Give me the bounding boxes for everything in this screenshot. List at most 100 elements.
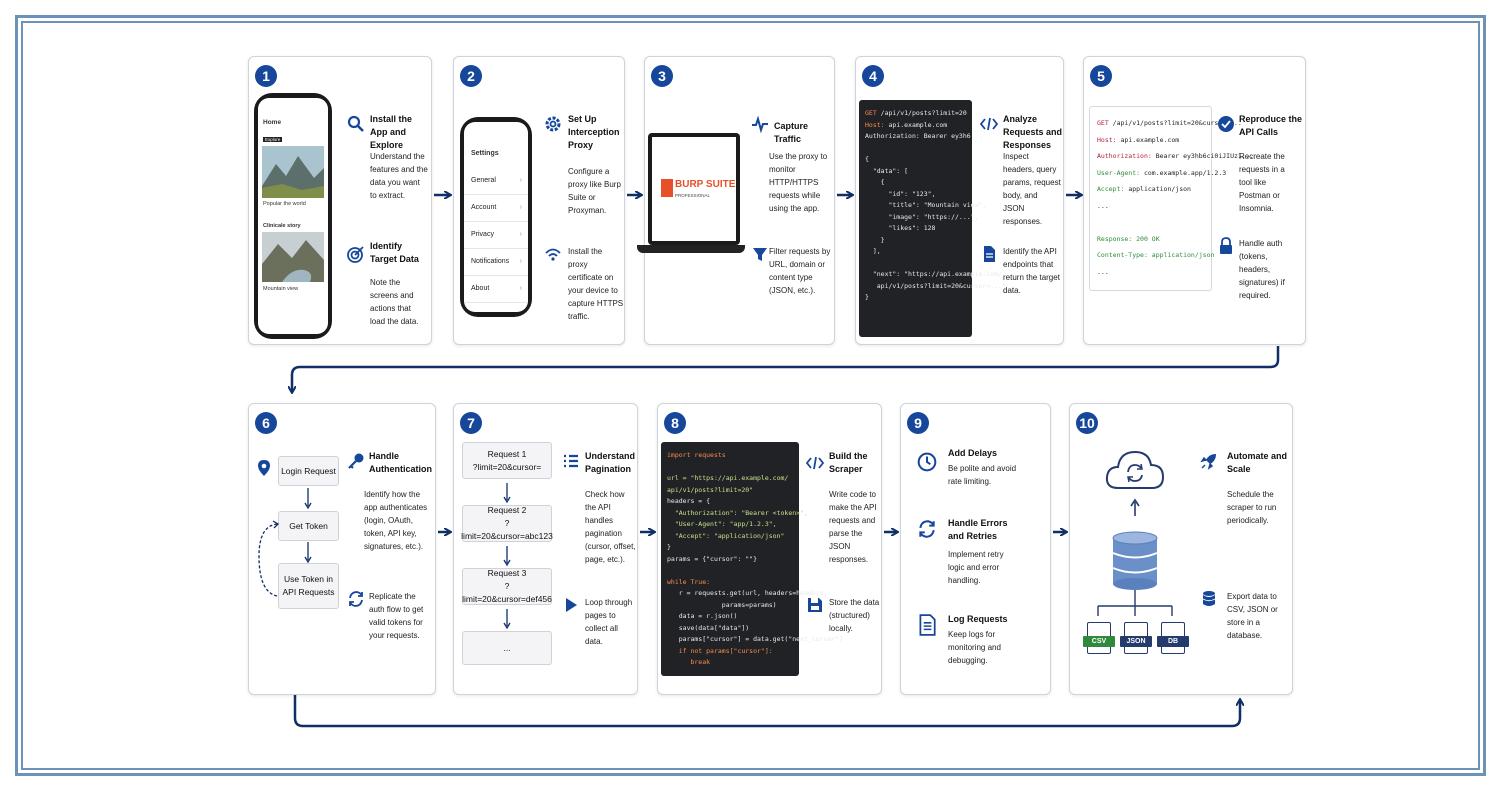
check-circle-icon [1218, 116, 1234, 132]
db-file-icon: DB [1157, 622, 1189, 654]
burp-logo-mark [661, 179, 673, 197]
request-panel: GET /api/v1/posts?limit=20&cursor=...Hos… [1089, 106, 1254, 291]
step-7-card: 7 Request 1?limit=20&cursor= Request 2?l… [453, 403, 638, 695]
phone-screen: Home Explore Popular the world Clinicale… [258, 98, 328, 334]
cloud-sync-icon [1105, 450, 1165, 489]
database-tree [1097, 498, 1173, 616]
step-number: 5 [1090, 65, 1112, 87]
step-10-title-a: Automate and Scale [1227, 451, 1288, 474]
database-stack [1112, 531, 1158, 590]
arrow-1-2 [434, 195, 1081, 532]
step-10-card: 10 CSV JSON DB Automate and Scale Schedu… [1069, 403, 1293, 695]
step-number: 6 [255, 412, 277, 434]
step-1-title-a: Install the App and Explore [370, 114, 413, 150]
pagination-arrows [503, 483, 511, 630]
step-9-desc-a: Be polite and avoid rate limiting. [948, 464, 1017, 486]
burp-sub: PROFESSIONAL [675, 193, 711, 198]
step-9-title-b: Handle Errors and Retries [948, 518, 1008, 541]
request-box: Request 2?limit=20&cursor=abc123 [461, 505, 553, 542]
settings-row[interactable]: Privacy› [464, 222, 528, 249]
inner-frame [21, 21, 1480, 770]
phone-chip: Explore [263, 137, 283, 142]
gear-icon [545, 116, 561, 132]
code-icon [979, 117, 999, 131]
settings-row[interactable]: About› [464, 276, 528, 303]
request-box: ... [462, 631, 552, 665]
flow-get-token: Get Token [278, 511, 339, 541]
step-3-card: 3 BURP SUITE PROFESSIONAL Capture Traffi… [637, 56, 835, 345]
step-10-desc-a: Schedule the scraper to run periodically… [1227, 490, 1277, 525]
step-5-title-a: Reproduce the API Calls [1239, 114, 1303, 137]
step-1-card: 1 Home Explore Popular the world Clinica… [248, 56, 432, 345]
request-box: Request 1?limit=20&cursor= [462, 442, 552, 479]
step-4-desc-b: Identify the API endpoints that return t… [1003, 247, 1060, 295]
river-image [262, 232, 324, 282]
settings-row[interactable]: Account› [464, 195, 528, 222]
step-7-desc-b: Loop through pages to collect all data. [585, 598, 633, 646]
laptop-screen: BURP SUITE PROFESSIONAL [648, 133, 740, 245]
step-number: 7 [460, 412, 482, 434]
step-number: 9 [907, 412, 929, 434]
scraper-code-block: import requests​url = "https://api.examp… [661, 442, 843, 676]
step-3-desc-b: Filter requests by URL, domain or conten… [769, 247, 831, 295]
phone-label-1: Popular the world [263, 201, 306, 207]
phone-label-2: Clinicale story [263, 223, 301, 229]
step-number: 3 [651, 65, 673, 87]
step-3-desc-a: Use the proxy to monitor HTTP/HTTPS requ… [769, 152, 828, 213]
wifi-icon [545, 248, 561, 261]
target-icon [347, 246, 364, 263]
loop-line-6-10 [293, 690, 1240, 728]
refresh-icon [349, 591, 363, 607]
step-3-title-a: Capture Traffic [774, 121, 809, 144]
step-8-desc-a: Write code to make the API requests and … [829, 490, 877, 564]
document-icon [984, 246, 995, 262]
phone-header: Home [263, 119, 282, 126]
lock-icon [1220, 237, 1232, 254]
step-4-title-a: Analyze Requests and Responses [1003, 114, 1063, 150]
step-2-desc-b: Install the proxy certificate on your de… [568, 247, 624, 321]
settings-phone: Settings General› Account› Privacy› Noti… [460, 117, 532, 317]
json-file-icon: JSON [1120, 622, 1152, 654]
filter-icon [753, 248, 767, 261]
burp-brand: BURP SUITE [675, 179, 736, 190]
phone-mockup: Home Explore Popular the world Clinicale… [254, 93, 332, 339]
step-8-title-a: Build the Scraper [829, 451, 868, 474]
flow-login-request: Login Request [278, 456, 339, 486]
step-6-desc-a: Identify how the app authenticates (logi… [364, 490, 428, 551]
play-icon [566, 598, 577, 612]
clock-icon [917, 452, 937, 472]
step-9-title-c: Log Requests [948, 614, 1008, 624]
step-9-desc-b: Implement retry logic and error handling… [948, 550, 1004, 585]
step-number: 2 [460, 65, 482, 87]
step-9-card: 9 Add Delays Be polite and avoid rate li… [900, 403, 1051, 695]
search-icon [347, 115, 364, 132]
key-icon [348, 453, 364, 469]
step-8-desc-b: Store the data (structured) locally. [829, 598, 880, 633]
step-4-desc-a: Inspect headers, query params, request b… [1003, 152, 1061, 226]
laptop-mockup: BURP SUITE PROFESSIONAL [637, 133, 747, 263]
auth-flow-arrows [258, 488, 312, 597]
phone-label-3: Mountain view [263, 286, 299, 292]
csv-file-icon: CSV [1083, 622, 1115, 654]
step-5-desc-a: Recreate the requests in a tool like Pos… [1239, 152, 1285, 213]
save-icon [808, 598, 822, 612]
settings-row[interactable]: Notifications› [464, 249, 528, 276]
step-6-card: 6 Login Request Get Token Use Token in A… [248, 403, 436, 695]
step-8-card: 8 import requests​url = "https://api.exa… [657, 403, 882, 695]
settings-screen: Settings General› Account› Privacy› Noti… [464, 122, 528, 312]
code-icon [805, 456, 825, 470]
activity-icon [752, 115, 768, 134]
step-5-desc-b: Handle auth (tokens, headers, signatures… [1239, 239, 1285, 300]
step-6-title-a: Handle Authentication [369, 451, 432, 474]
mountain-image [262, 146, 324, 198]
settings-row[interactable]: General› [464, 168, 528, 195]
step-number: 1 [255, 65, 277, 87]
step-7-desc-a: Check how the API handles pagination (cu… [585, 490, 636, 564]
location-pin-icon [258, 460, 270, 476]
wrap-line-5-6 [292, 346, 1280, 392]
rocket-icon [1200, 454, 1216, 470]
request-box: Request 3?limit=20&cursor=def456 [462, 568, 552, 605]
list-icon [564, 454, 578, 468]
